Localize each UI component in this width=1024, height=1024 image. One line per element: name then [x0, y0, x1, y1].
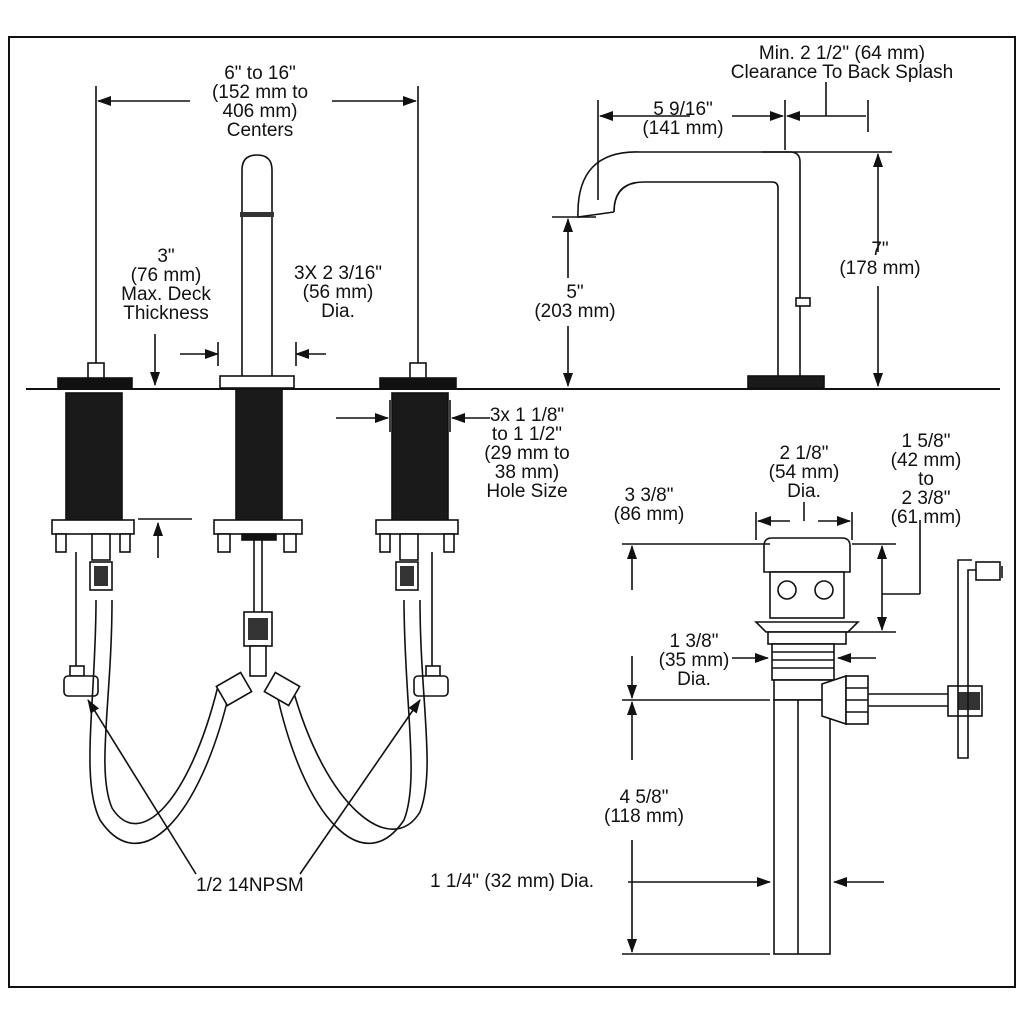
side-view [552, 82, 892, 389]
spout-total-height-label: 7"(178 mm) [839, 239, 921, 279]
drain-upper-label: 3 3/8"(86 mm) [613, 485, 685, 525]
supply-hoses [89, 599, 428, 845]
front-view [51, 86, 490, 875]
drain-body-dia-label: 1 3/8"(35 mm)Dia. [658, 631, 730, 690]
spout-front [219, 154, 295, 389]
drain-top-dia-label: 2 1/8"(54 mm)Dia. [768, 443, 840, 502]
center-valve [213, 388, 303, 677]
connection-label: 1/2 14NPSM [196, 875, 304, 896]
reach-label: 5 9/16"(141 mm) [642, 99, 724, 139]
drain-lower-label: 4 5/8"(118 mm) [604, 787, 684, 827]
left-valve [51, 362, 135, 697]
right-valve [375, 362, 459, 697]
spout-side [577, 151, 825, 389]
spout-dia-label: 3X 2 3/16"(56 mm)Dia. [293, 263, 383, 322]
spout-height-label: 5"(203 mm) [534, 282, 616, 322]
clearance-label: Min. 2 1/2" (64 mm)Clearance To Back Spl… [730, 43, 954, 83]
drawing-frame [8, 36, 1016, 988]
drain-view [622, 502, 1003, 955]
tail-dia-label: 1 1/4" (32 mm) Dia. [430, 871, 595, 892]
